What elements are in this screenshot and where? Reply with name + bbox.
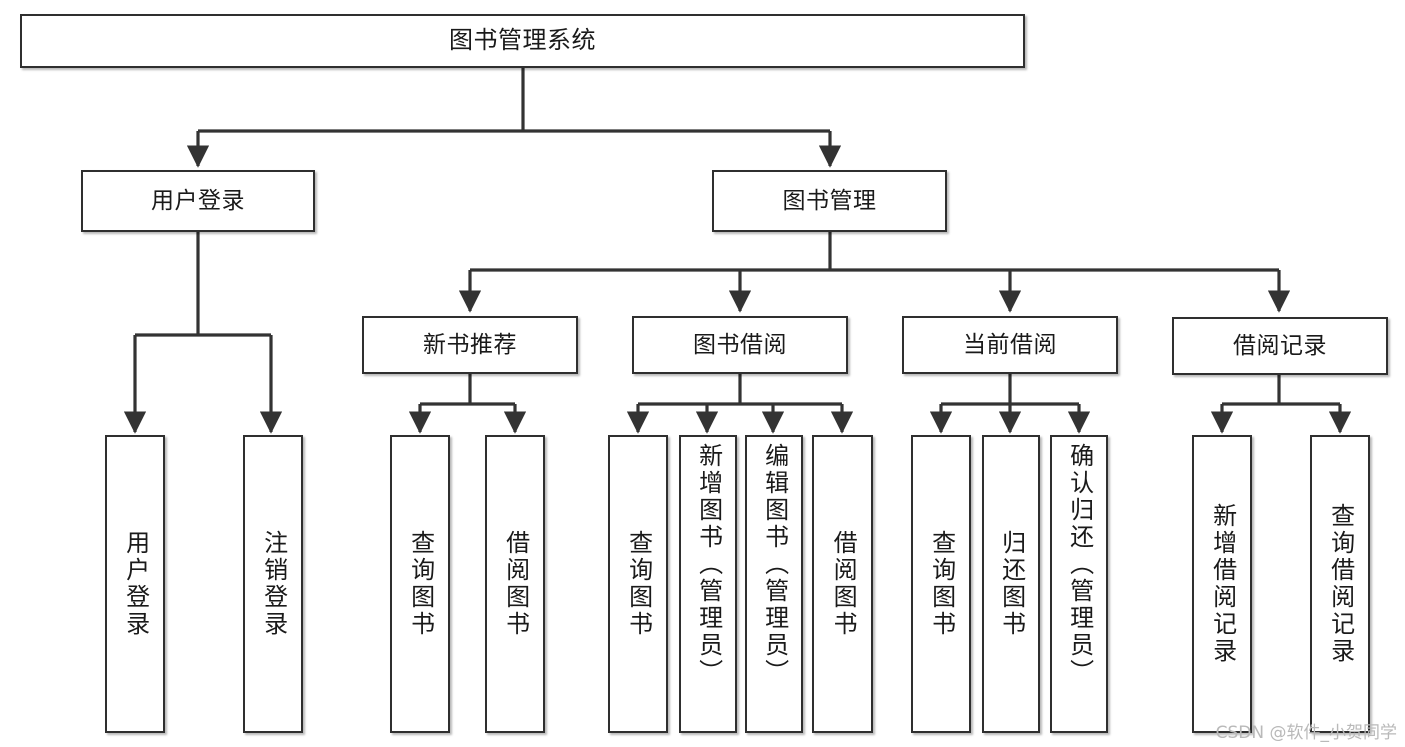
node-leaf-borrow-book-2[interactable]: 借阅图书 <box>812 435 873 733</box>
watermark-text: CSDN @软件_小贺同学 <box>1215 723 1397 743</box>
node-book-borrow[interactable]: 图书借阅 <box>632 316 848 374</box>
node-leaf-user-login[interactable]: 用户登录 <box>105 435 165 733</box>
node-new-book-recommend[interactable]: 新书推荐 <box>362 316 578 374</box>
node-leaf-edit-book[interactable]: 编辑图书（管理员） <box>745 435 803 733</box>
node-leaf-confirm-return[interactable]: 确认归还（管理员） <box>1050 435 1108 733</box>
node-leaf-query-borrow-record[interactable]: 查询借阅记录 <box>1310 435 1370 733</box>
node-leaf-return-book[interactable]: 归还图书 <box>982 435 1040 733</box>
node-leaf-query-book-1[interactable]: 查询图书 <box>390 435 450 733</box>
node-leaf-query-book-2[interactable]: 查询图书 <box>608 435 668 733</box>
node-leaf-add-borrow-record-label: 新增借阅记录 <box>1208 503 1237 665</box>
node-new-book-recommend-label: 新书推荐 <box>423 331 517 358</box>
node-leaf-borrow-book-2-label: 借阅图书 <box>829 530 858 638</box>
node-borrow-record[interactable]: 借阅记录 <box>1172 317 1388 375</box>
node-leaf-query-book-1-label: 查询图书 <box>406 530 435 638</box>
node-leaf-logout-label: 注销登录 <box>259 530 288 638</box>
node-book-manage[interactable]: 图书管理 <box>712 170 947 232</box>
node-borrow-record-label: 借阅记录 <box>1233 332 1327 359</box>
node-leaf-add-book-label: 新增图书（管理员） <box>694 443 723 686</box>
node-leaf-query-book-3[interactable]: 查询图书 <box>911 435 971 733</box>
node-root-label: 图书管理系统 <box>449 26 596 55</box>
node-root[interactable]: 图书管理系统 <box>20 14 1025 68</box>
node-book-borrow-label: 图书借阅 <box>693 331 787 358</box>
node-current-borrow[interactable]: 当前借阅 <box>902 316 1118 374</box>
node-user-login[interactable]: 用户登录 <box>81 170 315 232</box>
node-leaf-return-book-label: 归还图书 <box>997 530 1026 638</box>
node-leaf-query-borrow-record-label: 查询借阅记录 <box>1326 503 1355 665</box>
node-leaf-logout[interactable]: 注销登录 <box>243 435 303 733</box>
node-leaf-query-book-2-label: 查询图书 <box>624 530 653 638</box>
node-leaf-add-book[interactable]: 新增图书（管理员） <box>679 435 737 733</box>
node-leaf-confirm-return-label: 确认归还（管理员） <box>1065 443 1094 686</box>
node-leaf-borrow-book-1[interactable]: 借阅图书 <box>485 435 545 733</box>
node-leaf-user-login-label: 用户登录 <box>121 530 150 638</box>
node-book-manage-label: 图书管理 <box>782 187 877 214</box>
node-leaf-edit-book-label: 编辑图书（管理员） <box>760 443 789 686</box>
node-leaf-query-book-3-label: 查询图书 <box>927 530 956 638</box>
node-current-borrow-label: 当前借阅 <box>963 331 1057 358</box>
node-leaf-add-borrow-record[interactable]: 新增借阅记录 <box>1192 435 1252 733</box>
node-leaf-borrow-book-1-label: 借阅图书 <box>501 530 530 638</box>
node-user-login-label: 用户登录 <box>151 187 245 214</box>
